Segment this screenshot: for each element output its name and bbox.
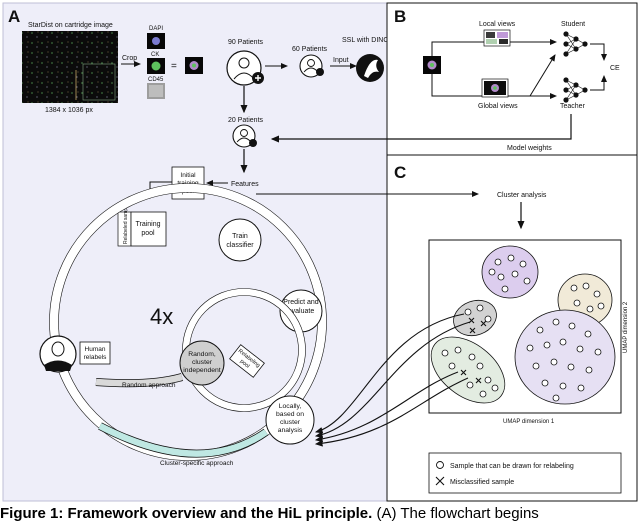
global-views-label: Global views — [478, 103, 518, 110]
training-pool-box — [130, 211, 167, 247]
cluster-purple — [481, 245, 539, 299]
cluster-to-locally-arrows — [314, 313, 471, 447]
student-network-icon — [563, 31, 588, 57]
global-to-student-arrow — [529, 54, 556, 97]
initial-pool-box — [171, 166, 205, 200]
image-caption: StarDist on cartridge image — [28, 22, 113, 29]
cluster-lilac — [514, 309, 616, 405]
channel-ck-label: CK — [151, 52, 159, 58]
channel-cd45-label: CD45 — [148, 77, 164, 83]
dino-logo-icon — [356, 54, 384, 82]
panel-a-letter: A — [8, 7, 20, 26]
ce-label: CE — [610, 65, 620, 72]
sample-points — [441, 254, 605, 402]
caption-bold: Figure 1: Framework overview and the HiL… — [0, 505, 373, 522]
cluster-approach-label: Cluster-specific approach — [160, 460, 234, 467]
legend-box — [428, 452, 622, 494]
input-label: Input — [333, 57, 349, 64]
legend-circle-icon — [436, 461, 444, 469]
patients-90-label: 90 Patients — [228, 39, 264, 46]
panel-b-frame — [386, 2, 638, 156]
train-classifier-node — [218, 218, 262, 262]
crop-label: Crop — [122, 55, 137, 62]
legend-cross-icon — [435, 476, 445, 486]
random-node — [179, 340, 225, 386]
image-size: 1384 x 1036 px — [45, 107, 93, 114]
relabeling-pool-box — [229, 344, 265, 378]
teacher-to-ce-arrow — [590, 75, 607, 91]
framework-figure: A StarDist on cartridge image 1384 x 103… — [2, 2, 638, 502]
patients-20-label: 20 Patients — [228, 117, 264, 124]
figure-caption: Figure 1: Framework overview and the HiL… — [0, 504, 640, 524]
equals-sign: = — [171, 61, 177, 72]
human-icon — [39, 335, 77, 373]
crop-box — [82, 63, 116, 101]
legend-circle-label: Sample that can be drawn for relabeling — [450, 463, 574, 470]
human-relabels-box — [79, 341, 111, 365]
cluster-grey — [453, 299, 497, 337]
panel-b-letter: B — [394, 7, 406, 26]
cartridge-image — [22, 31, 118, 103]
teacher-label: Teacher — [560, 103, 586, 110]
patient-group-20-icon — [232, 124, 257, 148]
local-views-image — [483, 29, 511, 47]
random-approach-label: Random approach — [122, 382, 176, 389]
locally-node — [265, 395, 315, 445]
relabeled-samples-label: Relabeled samples — [123, 201, 129, 244]
cluster-analysis-label: Cluster analysis — [497, 192, 547, 199]
panel-c-letter: C — [394, 163, 406, 182]
features-label: Features — [231, 181, 259, 188]
legend-cross-label: Misclassified sample — [450, 479, 514, 486]
misclassified-points — [460, 317, 487, 384]
channel-dapi-label: DAPI — [149, 26, 163, 32]
umap-y-label: UMAP dimension 2 — [623, 301, 629, 353]
patient-group-90-icon — [226, 50, 264, 86]
model-weights-label: Model weights — [507, 145, 552, 152]
student-to-ce-arrow — [590, 43, 607, 61]
local-views-label: Local views — [479, 21, 516, 28]
umap-x-label: UMAP dimension 1 — [503, 419, 555, 425]
patient-group-60-icon — [299, 54, 324, 78]
patients-60-label: 60 Patients — [292, 46, 328, 53]
cluster-green — [430, 336, 506, 404]
teacher-network-icon — [563, 77, 588, 103]
caption-rest: (A) The flowchart begins — [372, 505, 539, 522]
iterations-label: 4x — [150, 304, 173, 329]
ssl-label: SSL with DINO — [342, 37, 389, 44]
global-views-image — [481, 78, 509, 98]
model-weights-line — [270, 114, 572, 143]
student-label: Student — [561, 21, 585, 28]
